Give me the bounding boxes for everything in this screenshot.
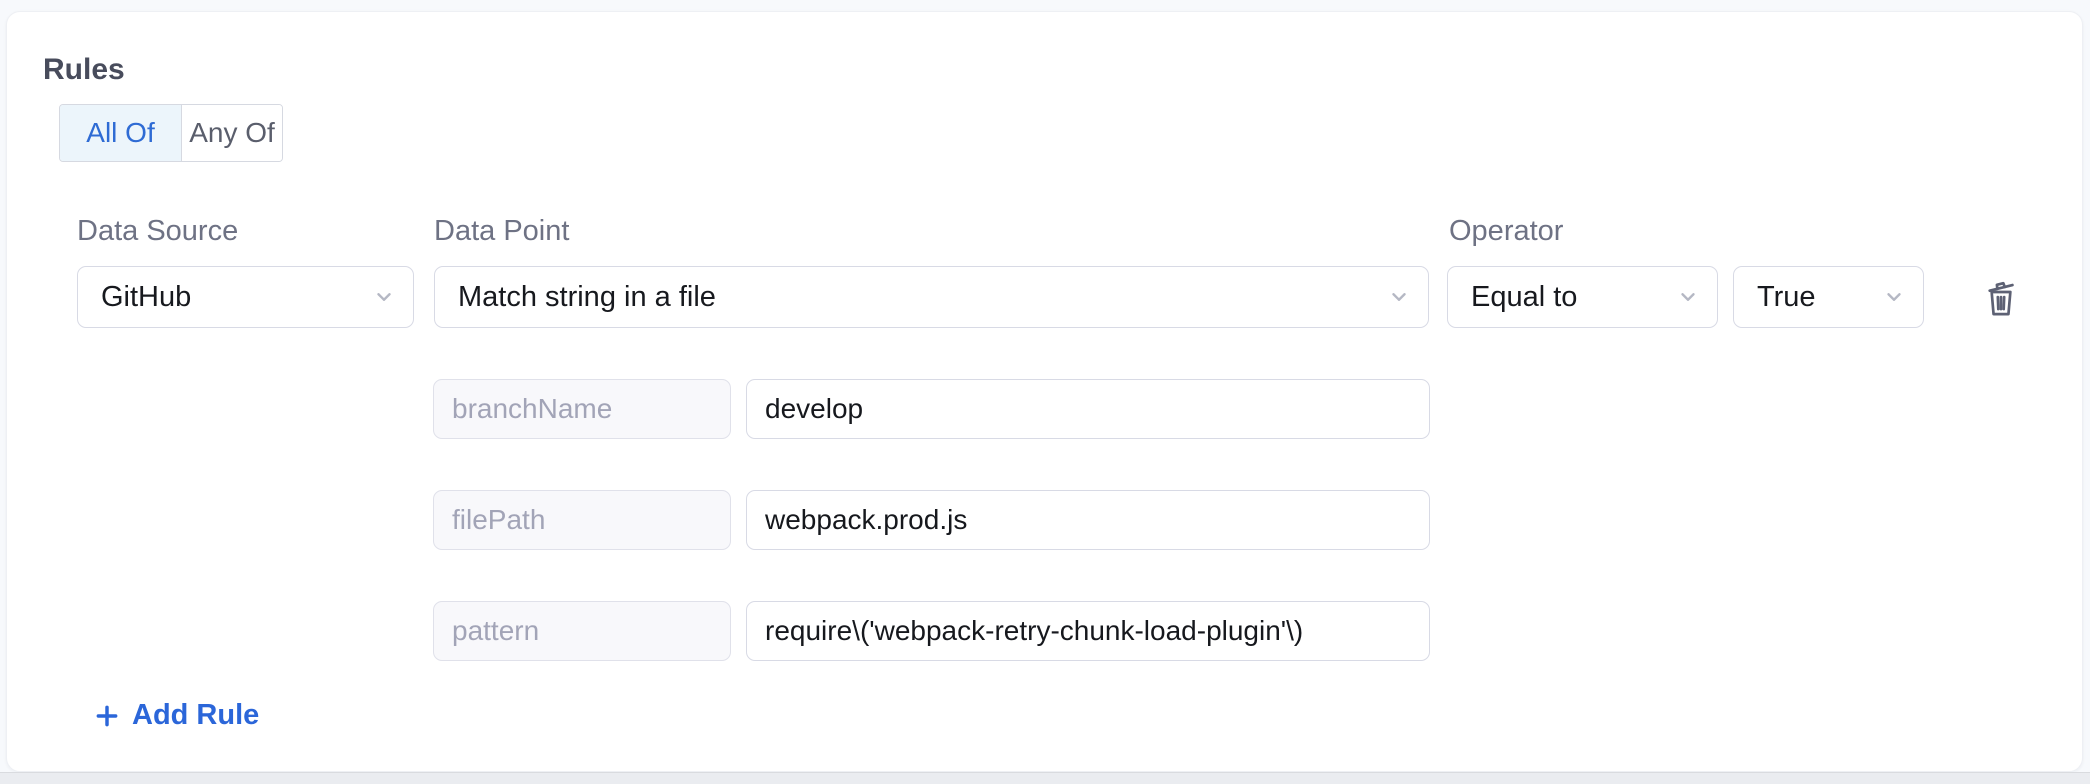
- chevron-down-icon: [377, 293, 391, 301]
- param-value-input[interactable]: [746, 379, 1430, 439]
- data-source-label: Data Source: [77, 215, 239, 247]
- add-rule-button[interactable]: Add Rule: [94, 699, 259, 732]
- param-key-field: branchName: [433, 379, 731, 439]
- data-point-label: Data Point: [434, 215, 570, 247]
- all-of-button[interactable]: All Of: [60, 105, 182, 161]
- match-mode-toggle: All Of Any Of: [59, 104, 283, 162]
- data-source-select[interactable]: GitHub: [77, 266, 414, 328]
- operator-select[interactable]: Equal to: [1447, 266, 1718, 328]
- rules-section-title: Rules: [43, 53, 125, 86]
- expected-value: True: [1757, 280, 1816, 313]
- page-bottom-strip: [0, 772, 2090, 784]
- data-source-value: GitHub: [101, 280, 192, 313]
- param-value-input[interactable]: [746, 601, 1430, 661]
- param-key-field: filePath: [433, 490, 731, 550]
- chevron-down-icon: [1887, 293, 1901, 301]
- operator-label: Operator: [1449, 215, 1564, 247]
- plus-icon: [96, 705, 118, 726]
- param-key-field: pattern: [433, 601, 731, 661]
- operator-value: Equal to: [1471, 280, 1578, 313]
- data-point-select[interactable]: Match string in a file: [434, 266, 1429, 328]
- add-rule-label: Add Rule: [132, 699, 260, 731]
- trash-icon: [1988, 281, 2014, 316]
- chevron-down-icon: [1392, 293, 1406, 301]
- expected-value-select[interactable]: True: [1733, 266, 1924, 328]
- delete-rule-button[interactable]: [1979, 276, 2023, 320]
- any-of-button[interactable]: Any Of: [182, 105, 282, 161]
- chevron-down-icon: [1681, 293, 1695, 301]
- rules-panel-card: Rules All Of Any Of Data Source Data Poi…: [6, 11, 2083, 772]
- data-point-value: Match string in a file: [458, 280, 716, 313]
- param-value-input[interactable]: [746, 490, 1430, 550]
